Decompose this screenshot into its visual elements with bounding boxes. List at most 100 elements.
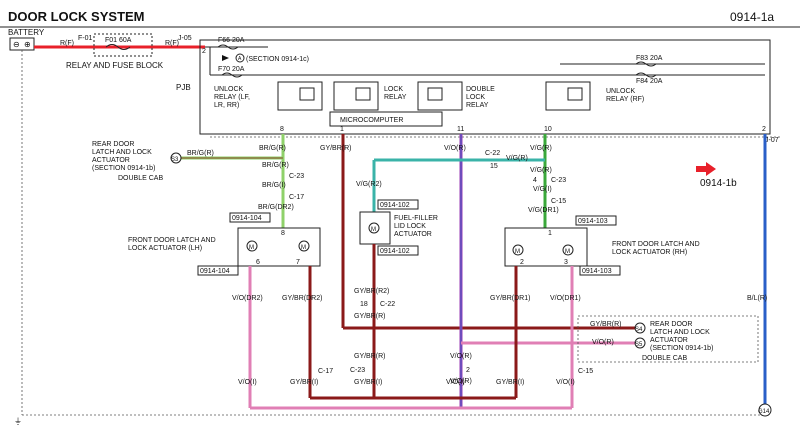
wire-label-gybr-r-1: GY/BR(R) xyxy=(320,145,352,152)
fuse-f84: F84 20A xyxy=(636,78,663,85)
wire-label-vg-r-3: V/G(R) xyxy=(530,167,552,174)
relay-fuse-block-label: RELAY AND FUSE BLOCK xyxy=(66,61,164,70)
fuse-f84-symbol xyxy=(635,72,657,78)
relay-coil-3 xyxy=(427,87,443,101)
motor-rh-1 xyxy=(512,244,524,256)
motor-lh-2 xyxy=(298,240,310,252)
wire-label-vo-i-1: V/O(I) xyxy=(238,379,257,386)
ref-0914-104-top-label: 0914-104 xyxy=(232,215,262,222)
wire-label-brg-r-3: BR/G(R) xyxy=(262,162,289,169)
motor-lh-1-m: M xyxy=(249,245,254,251)
wire-label-bl-r: B/L(R) xyxy=(747,295,767,302)
wire-label-gybr-i-2: GY/BR(I) xyxy=(354,379,382,386)
pin-2b: 2 xyxy=(466,367,470,374)
pin-rh-3: 3 xyxy=(564,259,568,266)
section-arrow-icon xyxy=(222,55,229,61)
wire-label-vg-r2: V/G(R2) xyxy=(356,181,382,188)
battery-label: BATTERY xyxy=(8,28,45,37)
connector-c17-1: C-17 xyxy=(289,194,304,201)
pin-pjb-10: 10 xyxy=(544,126,552,133)
pin-18: 18 xyxy=(360,301,368,308)
wire-label-vg-r-1: V/G(R) xyxy=(530,145,552,152)
ref-0914-103-bot xyxy=(579,265,621,276)
wire-label-gybr-dr2: GY/BR(DR2) xyxy=(282,295,322,302)
ref-0914-103-bot-label: 0914-103 xyxy=(582,268,612,275)
ref-0914-103-top xyxy=(575,215,617,226)
motor-rh-2-m: M xyxy=(565,249,570,255)
connector-a xyxy=(235,53,245,63)
ref-0914-103-top-label: 0914-103 xyxy=(578,218,608,225)
wire-label-brg-r-1: BR/G(R) xyxy=(259,145,286,152)
wire-label-brg-r-2: BR/G(R) xyxy=(187,150,214,157)
wire-label-gybr-dr1: GY/BR(DR1) xyxy=(490,295,530,302)
pin-pjb-2: 2 xyxy=(202,48,206,55)
wire-label-rf-2: R(F) xyxy=(165,40,179,47)
pin-lh-6: 6 xyxy=(256,259,260,266)
microcomputer-label: MICROCOMPUTER xyxy=(340,117,403,124)
fuse-f70: F70 20A xyxy=(218,66,245,73)
wire-label-gybr-i-3: GY/BR(I) xyxy=(496,379,524,386)
pjb-box xyxy=(199,39,771,135)
wire-label-brg-i: BR/G(I) xyxy=(262,182,286,189)
fuse-f01-symbol xyxy=(105,44,131,50)
connector-s3 xyxy=(170,152,182,164)
wire-label-gybr-r-4: GY/BR(R) xyxy=(354,353,386,360)
motor-rh-2 xyxy=(562,244,574,256)
pin-rh-1: 1 xyxy=(548,230,552,237)
section-0914-1c: (SECTION 0914-1c) xyxy=(246,56,309,63)
continue-ref: 0914-1b xyxy=(700,178,737,189)
motor-fuel-m: M xyxy=(371,227,376,233)
fuse-f70-symbol xyxy=(221,72,243,78)
relay-coil-4 xyxy=(567,87,583,101)
wire-label-vg-dr1: V/G(DR1) xyxy=(528,207,559,214)
connector-c23-2: C-23 xyxy=(551,177,566,184)
lock-relay xyxy=(333,81,379,111)
wire-label-vo-i-2: V/O(I) xyxy=(556,379,575,386)
page-code: 0914-1a xyxy=(730,10,774,24)
connector-s4 xyxy=(634,322,646,334)
wire-label-vg-r-2: V/G(R) xyxy=(506,155,528,162)
rear-door-rh-box xyxy=(577,315,759,363)
relay-coil-1 xyxy=(299,87,315,101)
wire-label-gybr-r-2: GY/BR(R) xyxy=(590,321,622,328)
ref-0914-102-bot-label: 0914-102 xyxy=(380,248,410,255)
pin-lh-8: 8 xyxy=(281,230,285,237)
pin-pjb-8: 8 xyxy=(280,126,284,133)
pin-lh-7: 7 xyxy=(296,259,300,266)
wire-label-brg-dr2: BR/G(DR2) xyxy=(258,204,294,211)
ref-0914-104-top xyxy=(229,212,271,223)
ref-0914-102-bot xyxy=(377,245,419,256)
connector-c23-3: C-23 xyxy=(350,367,365,374)
connector-s5 xyxy=(634,337,646,349)
wire-label-vo-r-2: V/O(R) xyxy=(592,339,614,346)
connector-j07: J-07 xyxy=(765,137,779,144)
pin-pjb-1: 1 xyxy=(340,126,344,133)
ref-0914-104-bot xyxy=(197,265,239,276)
relay-coil-2 xyxy=(355,87,371,101)
ref-0914-102-top xyxy=(377,199,419,210)
fuse-f66: F66 20A xyxy=(218,37,245,44)
connector-c15-1: C-15 xyxy=(551,198,566,205)
wire-label-vo-i-3: V/O(I) xyxy=(446,379,465,386)
connector-s5-label: S5 xyxy=(635,342,643,348)
battery-plus: ⊕ xyxy=(24,40,31,49)
microcomputer-box xyxy=(329,111,443,127)
connector-c22-2: C-22 xyxy=(380,301,395,308)
connector-f01: F-01 xyxy=(78,35,93,42)
pin-pjb-11: 11 xyxy=(457,126,464,133)
wire-label-gybr-r-3: GY/BR(R) xyxy=(354,313,386,320)
battery-minus: ⊖ xyxy=(13,40,20,49)
connector-j05: J-05 xyxy=(178,35,192,42)
connector-c17-2: C-17 xyxy=(318,368,333,375)
connector-c15-2: C-15 xyxy=(578,368,593,375)
relay-fuse-block xyxy=(93,33,153,57)
fuse-f83: F83 20A xyxy=(636,55,663,62)
